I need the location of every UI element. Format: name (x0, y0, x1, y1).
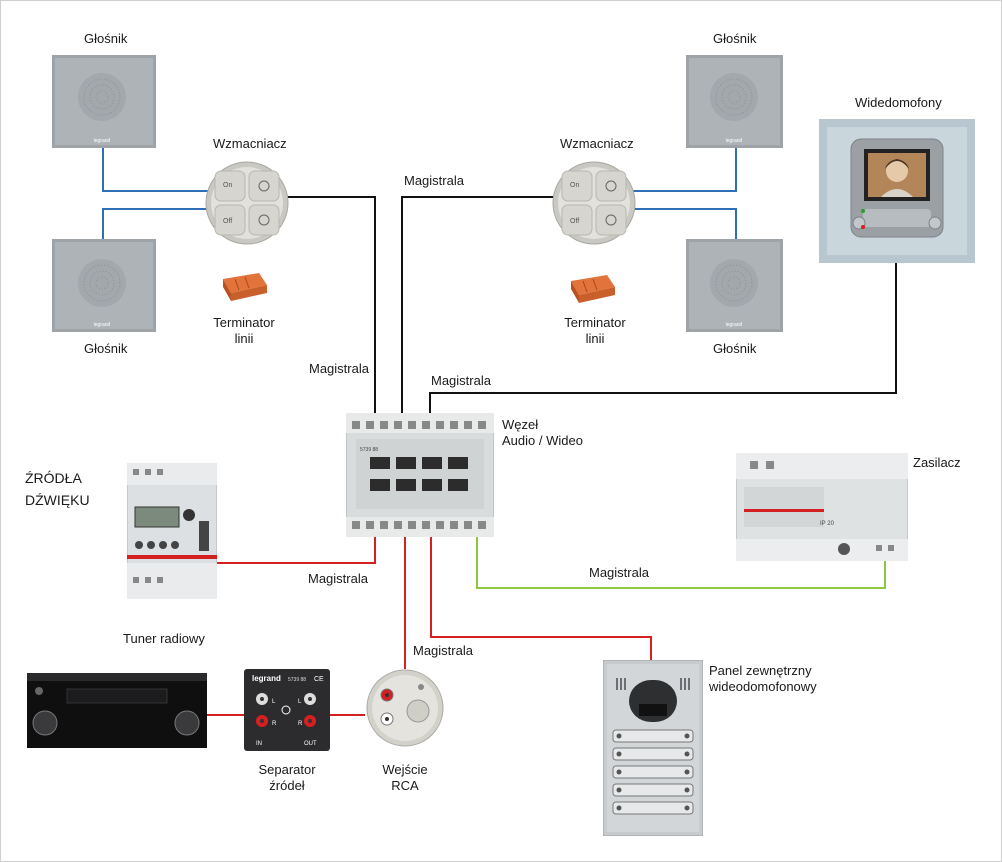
wire-speaker-br (631, 208, 737, 241)
separator-ce: CE (314, 676, 324, 683)
separator-label-line2: źródeł (269, 778, 305, 793)
power-supply: IP 20 (736, 453, 908, 561)
outdoor-video-panel (603, 660, 703, 836)
radio-tuner (27, 673, 207, 748)
node-label-line1: Węzeł (502, 417, 539, 432)
audio-source-module (127, 463, 217, 599)
outdoor-panel-line2: wideodomofonowy (709, 679, 817, 694)
speaker-top-left-label: Głośnik (84, 31, 128, 46)
psu-code: IP 20 (820, 521, 835, 527)
node-code: 5739 88 (360, 447, 378, 453)
separator-code: 5739 88 (288, 677, 306, 683)
amp-on-label: On (223, 182, 232, 189)
power-supply-label: Zasilacz (913, 455, 961, 470)
separator-label: Separator źródeł (247, 762, 327, 794)
source-separator: legrand 5739 88 CE L L R R IN OUT (244, 669, 330, 751)
terminator-left-label: Terminator linii (205, 315, 283, 347)
rca-input (366, 669, 444, 747)
wire-power (476, 536, 886, 589)
speaker-top-left: legrand (52, 55, 156, 148)
separator-r-in: R (272, 721, 277, 727)
amplifier-left: On Off (205, 161, 289, 245)
speaker-bottom-right-label: Głośnik (713, 341, 757, 356)
wire-bus-videophone (429, 263, 897, 416)
bus-label-rca: Magistrala (413, 643, 473, 658)
terminator-right-line2: linii (585, 331, 605, 346)
outdoor-panel-label: Panel zewnętrzny wideodomofonowy (709, 663, 817, 695)
bus-label-left: Magistrala (309, 361, 369, 376)
terminator-left-line1: Terminator (213, 315, 275, 330)
wire-speaker-tl (102, 146, 209, 192)
speaker-top-right: legrand (686, 55, 783, 148)
videophone-unit (819, 119, 975, 263)
node-label: Węzeł Audio / Wideo (502, 417, 583, 449)
separator-label-line1: Separator (258, 762, 316, 777)
separator-out: OUT (304, 741, 317, 747)
rca-label-line2: RCA (391, 778, 419, 793)
tuner-label: Tuner radiowy (123, 631, 205, 646)
separator-brand: legrand (252, 674, 281, 683)
node-label-line2: Audio / Wideo (502, 433, 583, 448)
sound-sources-line2: DŹWIĘKU (25, 492, 90, 508)
bus-label-power: Magistrala (589, 565, 649, 580)
amp-off-label: Off (223, 218, 232, 225)
separator-l-out: L (298, 699, 302, 705)
speaker-bottom-right: legrand (686, 239, 783, 332)
speaker-bottom-left-label: Głośnik (84, 341, 128, 356)
separator-l-in: L (272, 699, 276, 705)
wire-bus-amp-left (287, 196, 376, 416)
amplifier-right: On Off (552, 161, 636, 245)
audio-video-node: 5739 88 (346, 413, 494, 537)
line-terminator-left (223, 273, 267, 301)
wire-source-node (216, 536, 376, 564)
speaker-brand: legrand (726, 322, 743, 328)
separator-r-out: R (298, 721, 303, 727)
separator-in: IN (256, 741, 262, 747)
speaker-brand: legrand (726, 138, 743, 144)
bus-label-source: Magistrala (308, 571, 368, 586)
wire-bus-amp-right (401, 196, 554, 416)
line-terminator-right (571, 275, 615, 303)
amp-on-label: On (570, 182, 579, 189)
terminator-right-line1: Terminator (564, 315, 626, 330)
amplifier-right-label: Wzmacniacz (560, 136, 634, 151)
bus-label-videophone: Magistrala (431, 373, 491, 388)
speaker-brand: legrand (94, 322, 111, 328)
wire-speaker-bl (102, 208, 209, 241)
terminator-left-line2: linii (234, 331, 254, 346)
speaker-bottom-left: legrand (52, 239, 156, 332)
sound-sources-line1: ŹRÓDŁA (25, 470, 82, 486)
rca-label-line1: Wejście (382, 762, 428, 777)
terminator-right-label: Terminator linii (556, 315, 634, 347)
speaker-brand: legrand (94, 138, 111, 144)
amplifier-left-label: Wzmacniacz (213, 136, 287, 151)
outdoor-panel-line1: Panel zewnętrzny (709, 663, 812, 678)
wire-panel-node (430, 536, 652, 661)
amp-off-label: Off (570, 218, 579, 225)
bus-label-top: Magistrala (404, 173, 464, 188)
videophone-label: Widedomofony (855, 95, 942, 110)
speaker-top-right-label: Głośnik (713, 31, 757, 46)
rca-label: Wejście RCA (365, 762, 445, 794)
sound-sources-heading: ŹRÓDŁA DŹWIĘKU (25, 467, 90, 511)
wire-speaker-tr (631, 146, 737, 192)
